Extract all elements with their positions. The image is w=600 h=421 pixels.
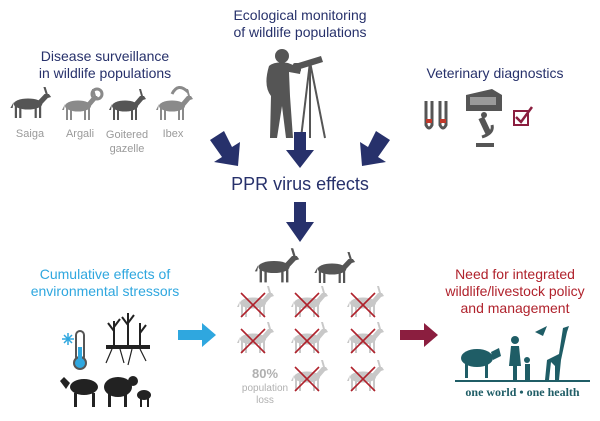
- arrow-to-policy: [400, 323, 438, 347]
- ibex-icon: [156, 86, 193, 120]
- surviving-animals: [254, 248, 356, 283]
- one-world-one-health-text: one world • one health: [465, 385, 580, 399]
- cumulative-effects-line2: environmental stressors: [30, 283, 180, 299]
- environmental-stressors-icons: [60, 313, 151, 407]
- policy-line3: and management: [460, 300, 570, 316]
- cumulative-effects-line1: Cumulative effects of: [39, 266, 171, 282]
- livestock-icon: [60, 376, 151, 407]
- snowflake-icon: [62, 333, 74, 345]
- saiga-label: Saiga: [15, 128, 45, 140]
- population-loss-percent: 80%: [251, 366, 279, 381]
- checked-box-icon: [513, 106, 534, 126]
- ecological-monitoring-line1: Ecological monitoring: [233, 7, 367, 23]
- bird-icon: [535, 326, 547, 336]
- goitered-label-line1: Goitered: [105, 129, 149, 141]
- ppr-virus-effects-title: PPR virus effects: [231, 174, 369, 194]
- child-figure-icon: [524, 357, 530, 363]
- cow-icon: [461, 349, 493, 367]
- veterinary-diagnostics-title: Veterinary diagnostics: [426, 65, 564, 81]
- microscope-icon: [476, 112, 494, 147]
- lab-analyzer-icon: [466, 89, 502, 111]
- test-tubes-icon: [424, 101, 448, 130]
- argali-icon: [62, 87, 104, 120]
- thermometer-icon: [73, 330, 87, 370]
- disease-surveillance-line2: in wildlife populations: [38, 65, 172, 81]
- arrow-to-population: [286, 202, 314, 242]
- one-health-illustration: [455, 326, 590, 382]
- arrow-from-monitoring: [286, 132, 314, 168]
- adult-figure-icon: [511, 336, 519, 344]
- arrow-from-diagnostics: [360, 131, 390, 166]
- arrow-from-disease: [210, 131, 240, 166]
- wildlife-species-icons: [10, 86, 193, 120]
- arrow-from-stressors: [178, 323, 216, 347]
- policy-line1: Need for integrated: [455, 266, 575, 282]
- diagnostics-icons: [424, 89, 534, 147]
- dry-vegetation-icon: [105, 313, 150, 366]
- goitered-gazelle-label: Goitered gazelle: [102, 128, 152, 156]
- argali-label: Argali: [65, 128, 95, 140]
- goitered-label-line2: gazelle: [109, 143, 145, 155]
- population-loss-line2: loss: [256, 395, 274, 406]
- disease-surveillance-line1: Disease surveillance: [40, 48, 170, 64]
- ibex-label: Ibex: [162, 128, 184, 140]
- population-loss-line1: population: [241, 383, 289, 394]
- giraffe-icon: [545, 326, 569, 380]
- policy-line2: wildlife/livestock policy: [445, 283, 585, 299]
- ecological-monitoring-line2: of wildlife populations: [233, 24, 367, 40]
- person-with-spotting-scope-icon: [266, 49, 326, 139]
